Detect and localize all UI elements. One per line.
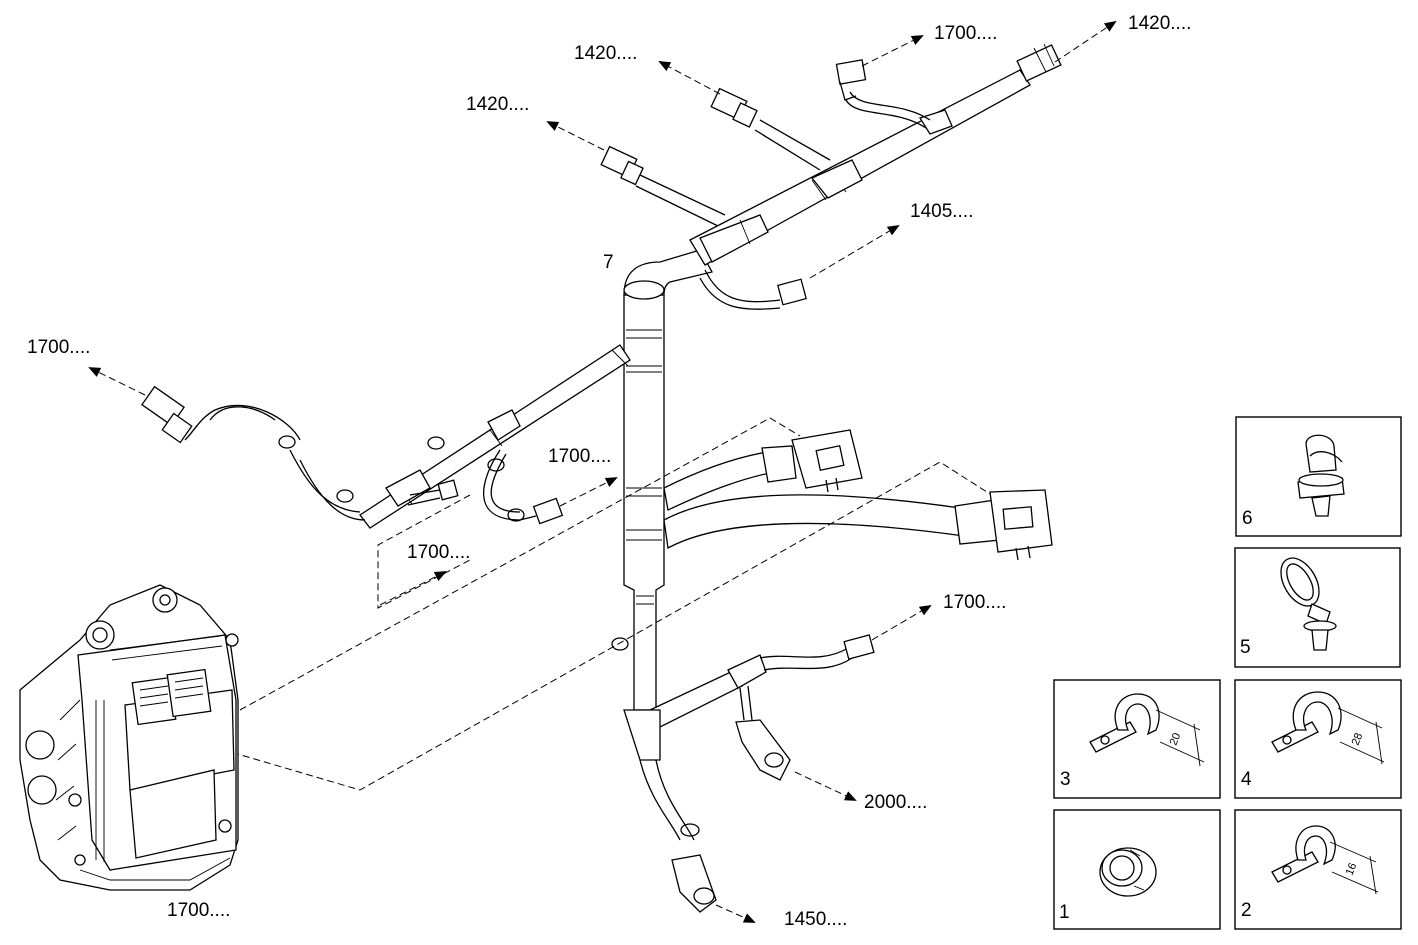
parts-panel-6: 6: [1235, 416, 1402, 537]
part-number-4: 4: [1241, 769, 1252, 790]
parts-panel-3: 20 3: [1053, 679, 1221, 799]
part-number-2: 2: [1241, 900, 1252, 921]
ecu-module: [19, 584, 239, 891]
callout-1700-right: 1700....: [943, 592, 1006, 613]
callout-1700-left: 1700....: [27, 337, 90, 358]
part-2-dimension: 16: [1344, 861, 1360, 877]
part-number-5: 5: [1240, 637, 1251, 658]
callout-1700-top: 1700....: [934, 23, 997, 44]
parts-panel-4: 28 4: [1234, 679, 1402, 799]
parts-panel-1: 1: [1053, 809, 1221, 930]
part-number-3: 3: [1060, 769, 1071, 790]
callout-2000: 2000....: [864, 792, 927, 813]
callout-1700-ecu: 1700....: [167, 900, 230, 921]
callout-1420-top-right: 1420....: [1128, 13, 1191, 34]
callout-1420-top-left-a: 1420....: [574, 43, 637, 64]
callout-labels: 1420.... 1700.... 1420.... 1420.... 1405…: [27, 13, 1191, 930]
part-number-1: 1: [1059, 902, 1070, 923]
callout-1450: 1450....: [784, 909, 847, 930]
leader-lines: [88, 20, 1117, 923]
callout-1420-top-left-b: 1420....: [466, 94, 529, 115]
callout-1700-mid-b: 1700....: [407, 542, 470, 563]
part-4-dimension: 28: [1350, 731, 1366, 747]
parts-panel-5: 5: [1234, 547, 1401, 668]
parts-panel-2: 16 2: [1234, 809, 1402, 930]
callout-1405: 1405....: [910, 201, 973, 222]
callout-item-7: 7: [603, 252, 614, 273]
part-number-6: 6: [1242, 508, 1253, 529]
callout-1700-mid-a: 1700....: [548, 446, 611, 467]
main-harness: [141, 43, 1062, 913]
part-3-dimension: 20: [1168, 731, 1184, 747]
